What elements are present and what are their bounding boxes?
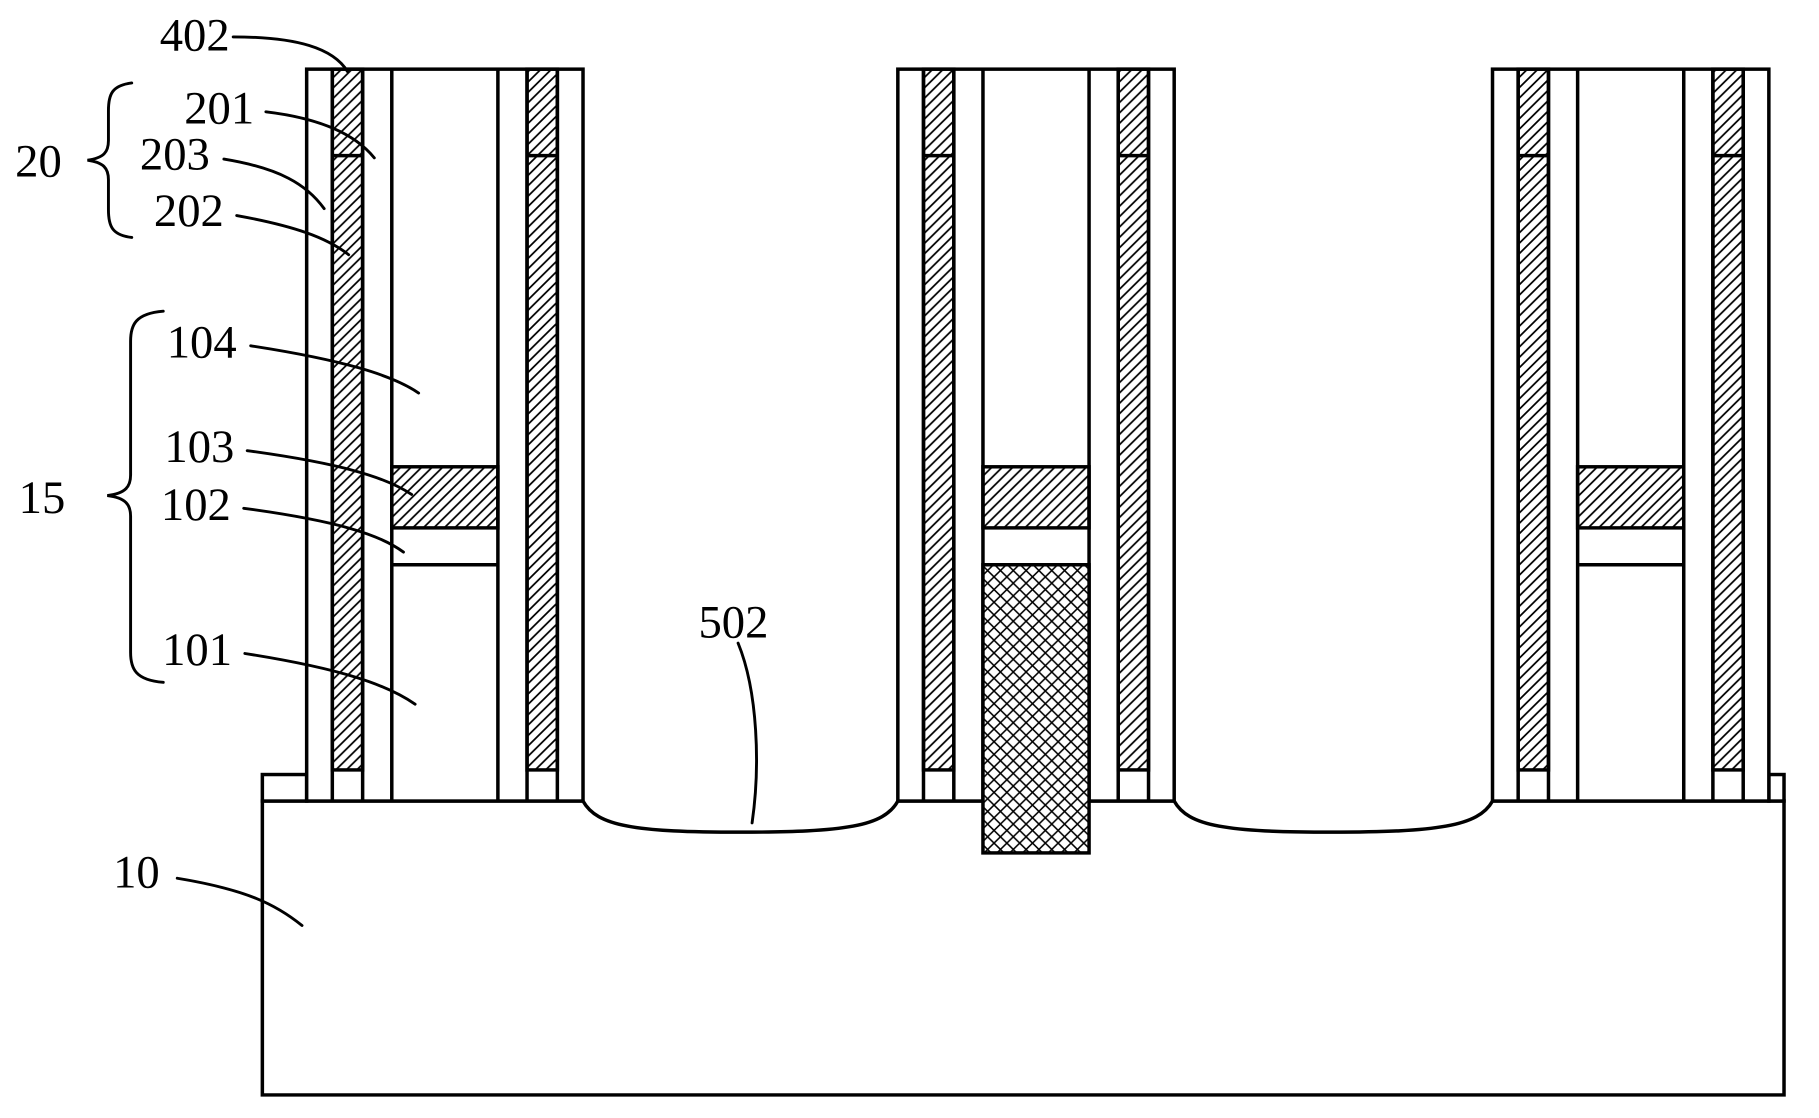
leader-10 xyxy=(175,876,304,927)
label-402: 402 xyxy=(160,11,230,62)
label-20: 20 xyxy=(15,137,62,188)
leader-201 xyxy=(264,110,376,160)
label-201: 201 xyxy=(184,84,254,135)
right-gate-stack xyxy=(1490,67,1771,803)
leader-103 xyxy=(245,449,414,496)
label-203: 203 xyxy=(140,130,210,181)
leader-502 xyxy=(736,641,758,825)
label-101: 101 xyxy=(162,625,232,676)
contact-plug xyxy=(981,563,1091,855)
brace-group-15 xyxy=(107,309,165,684)
label-15: 15 xyxy=(19,473,66,524)
surface-ledge-right xyxy=(1767,772,1786,803)
label-102: 102 xyxy=(161,480,231,531)
leader-102 xyxy=(242,506,405,554)
leader-203 xyxy=(222,157,326,211)
leader-104 xyxy=(249,344,421,395)
leader-202 xyxy=(235,214,351,257)
label-103: 103 xyxy=(164,422,234,473)
label-202: 202 xyxy=(154,186,224,237)
leader-101 xyxy=(243,652,417,706)
label-502: 502 xyxy=(698,598,768,649)
surface-ledge-left xyxy=(260,772,309,803)
left-gate-stack xyxy=(304,67,585,803)
label-10: 10 xyxy=(113,848,160,899)
label-104: 104 xyxy=(167,318,237,369)
brace-group-20 xyxy=(87,81,134,239)
leader-402 xyxy=(231,35,349,73)
